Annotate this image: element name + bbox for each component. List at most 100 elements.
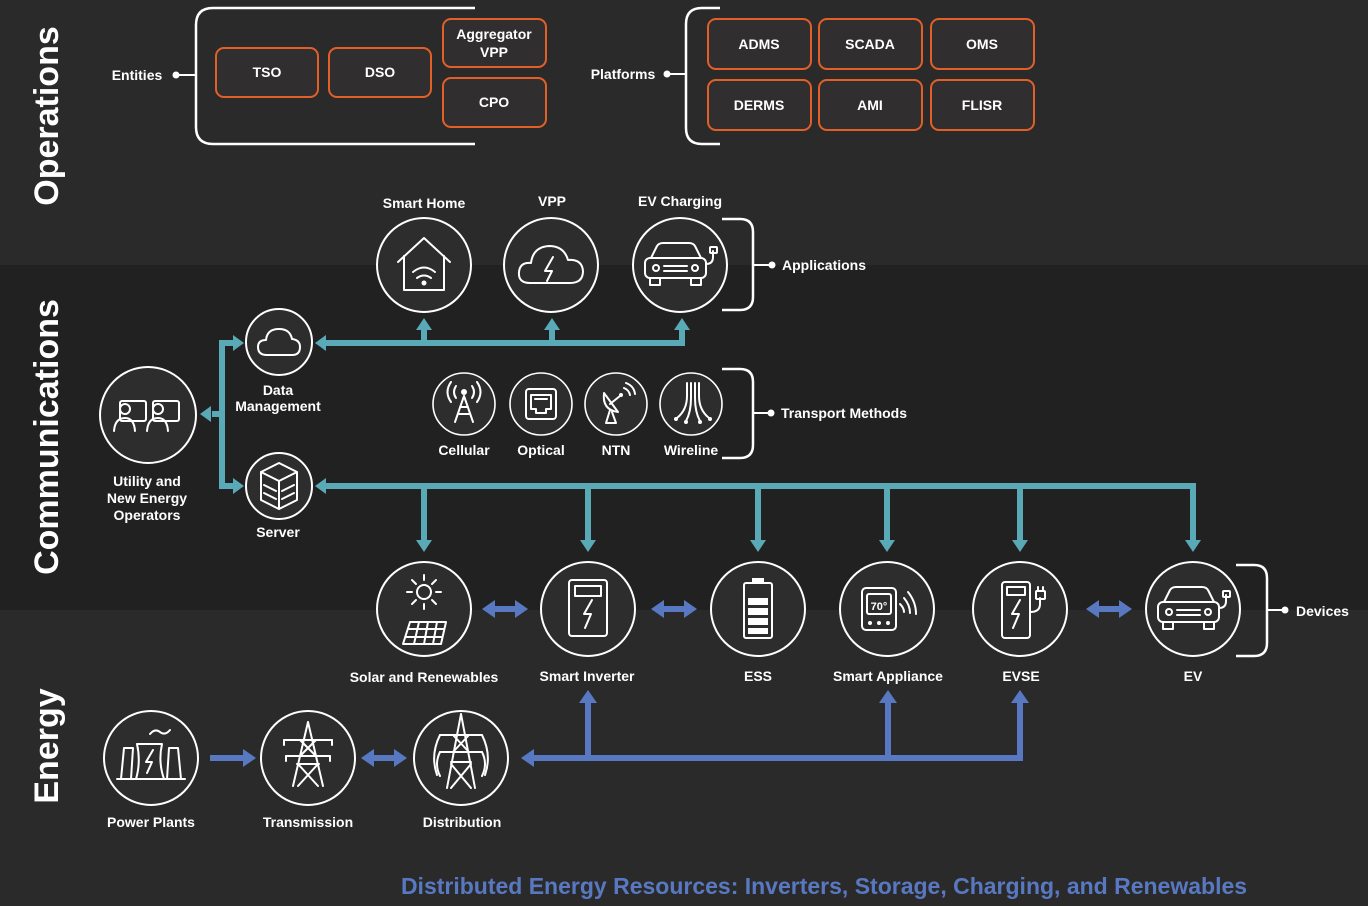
app-ev-charging: EV Charging	[632, 193, 728, 313]
entity-box-tso	[215, 47, 319, 98]
power-plants-circle	[103, 710, 199, 806]
operators-label-line3: Operators	[114, 507, 181, 523]
platforms-label: Platforms	[591, 66, 656, 82]
transport-label-optical: Optical	[517, 442, 564, 458]
platforms-group-bracket	[684, 6, 720, 146]
applications-label: Applications	[782, 257, 866, 273]
entity-box-cpo	[442, 77, 547, 128]
fiber-optic-icon	[674, 382, 712, 424]
transmission-circle	[260, 710, 356, 806]
transport-wireline: Wireline	[659, 372, 723, 458]
data-management-label-line2: Management	[235, 398, 321, 414]
devices-label: Devices	[1296, 603, 1349, 619]
device-label-ev: EV	[1184, 668, 1203, 684]
vpp-circle	[503, 217, 599, 313]
platform-label-derms: DERMS	[734, 97, 785, 113]
platform-label-adms: ADMS	[738, 36, 779, 52]
device-label-ess: ESS	[744, 668, 772, 684]
platform-label-ami: AMI	[857, 97, 883, 113]
communications-band	[0, 265, 1368, 610]
server-label: Server	[256, 524, 300, 540]
device-ess: ESS	[710, 561, 806, 684]
power-plant-cooling-tower-icon	[116, 729, 186, 780]
device-label-smart-appliance: Smart Appliance	[833, 668, 943, 684]
distribution-circle	[413, 710, 509, 806]
transport-label-cellular: Cellular	[438, 442, 490, 458]
evse-circle	[972, 561, 1068, 657]
energy-power-plants: Power Plants	[103, 710, 199, 830]
data-management-circle	[245, 308, 313, 376]
app-label-vpp: VPP	[538, 193, 566, 209]
transport-ntn: NTN	[584, 372, 648, 458]
thermostat-icon: 70°	[861, 587, 917, 631]
transport-cellular: Cellular	[432, 372, 496, 458]
platform-box-derms	[707, 79, 812, 131]
ev-charging-car-icon	[644, 242, 718, 286]
transmission-tower-icon	[283, 721, 333, 787]
transport-optical: Optical	[509, 372, 573, 458]
cellular-circle	[432, 372, 496, 436]
platform-box-flisr	[930, 79, 1035, 131]
smart-home-circle	[376, 217, 472, 313]
platform-box-scada	[818, 18, 923, 70]
device-label-solar: Solar and Renewables	[350, 669, 499, 685]
entity-box-dso	[328, 47, 432, 98]
operators-label-line1: Utility and	[113, 473, 181, 489]
cloud-icon	[257, 328, 301, 356]
device-evse: EVSE	[972, 561, 1068, 684]
entity-label-dso: DSO	[365, 64, 395, 80]
data-management: Data Management	[235, 308, 321, 414]
operators-circle	[99, 366, 197, 464]
platform-label-flisr: FLISR	[962, 97, 1002, 113]
transport-methods-label: Transport Methods	[781, 405, 907, 421]
app-vpp: VPP	[503, 193, 599, 313]
battery-icon	[743, 578, 773, 639]
optical-circle	[509, 372, 573, 436]
smart-appliance-circle	[839, 561, 935, 657]
server-cube-icon	[260, 462, 298, 510]
smart-home-icon	[397, 237, 451, 291]
entity-label-tso: TSO	[253, 64, 282, 80]
band-title-operations: Operations	[28, 26, 66, 205]
data-management-label-line1: Data	[263, 382, 294, 398]
teal-arrowheads	[200, 318, 1201, 552]
distribution-tower-icon	[433, 713, 489, 789]
blue-arrowheads	[243, 600, 1132, 767]
operators-people-icon	[113, 400, 180, 432]
platform-box-oms	[930, 18, 1035, 70]
platform-label-scada: SCADA	[845, 36, 895, 52]
cloud-lightning-icon	[517, 245, 584, 284]
entities-group-bracket	[194, 6, 475, 146]
energy-label-power-plants: Power Plants	[107, 814, 195, 830]
device-solar: Solar and Renewables	[350, 561, 499, 685]
app-smart-home: Smart Home	[376, 195, 472, 313]
blue-connector-lines	[210, 606, 1120, 761]
solar-panel-sun-icon	[402, 574, 447, 645]
band-title-energy: Energy	[28, 688, 66, 803]
entity-label-cpo: CPO	[479, 94, 509, 110]
app-label-ev-charging: EV Charging	[638, 193, 722, 209]
device-label-evse: EVSE	[1002, 668, 1039, 684]
ethernet-port-icon	[525, 388, 557, 420]
device-smart-appliance: 70° Smart Appliance	[833, 561, 943, 684]
device-smart-inverter: Smart Inverter	[540, 561, 636, 684]
ntn-circle	[584, 372, 648, 436]
energy-label-distribution: Distribution	[423, 814, 502, 830]
ev-car-icon	[1157, 586, 1231, 630]
entity-label-aggregator: Aggregator	[456, 26, 532, 42]
platform-label-oms: OMS	[966, 36, 998, 52]
inverter-icon	[568, 579, 608, 637]
cell-tower-icon	[446, 381, 482, 423]
satellite-dish-icon	[602, 382, 636, 424]
server: Server	[245, 452, 313, 540]
thermostat-reading: 70°	[871, 601, 888, 613]
energy-label-transmission: Transmission	[263, 814, 353, 830]
energy-distribution: Distribution	[413, 710, 509, 830]
ev-charger-station-icon	[1001, 581, 1046, 639]
transport-label-wireline: Wireline	[664, 442, 719, 458]
device-label-smart-inverter: Smart Inverter	[540, 668, 635, 684]
energy-transmission: Transmission	[260, 710, 356, 830]
utility-operators: Utility and New Energy Operators	[99, 366, 197, 523]
entity-box-aggregator-vpp	[442, 18, 547, 68]
